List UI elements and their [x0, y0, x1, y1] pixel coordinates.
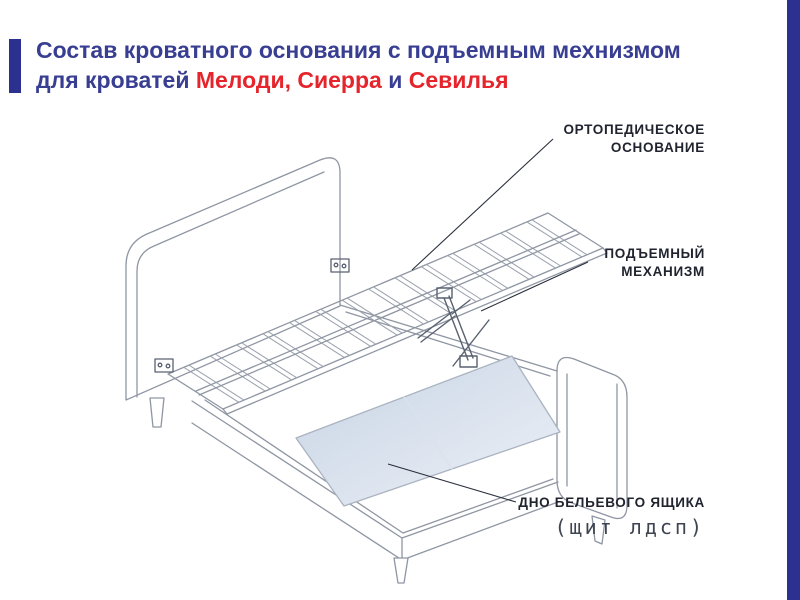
right-edge-bar — [787, 0, 800, 600]
callout-lines — [387, 138, 589, 503]
title-line2: для кроватей Мелоди, Сиерра и Севилья — [36, 66, 681, 96]
callout-drawer-bottom: ДНО БЕЛЬЕВОГО ЯЩИКА (щит лдсп) — [518, 494, 705, 540]
callout-line-lift — [480, 261, 589, 312]
callout-line-orthopedic — [411, 138, 554, 271]
page-title: Состав кроватного основания с подъемным … — [36, 36, 681, 96]
mount-bracket-left — [154, 358, 174, 373]
callout-orthopedic-base: ОРТОПЕДИЧЕСКОЕ ОСНОВАНИЕ — [563, 121, 705, 156]
callout-line-drawer — [387, 463, 517, 503]
title-accent-bar — [9, 39, 21, 93]
callout-lift-mechanism: ПОДЪЕМНЫЙ МЕХАНИЗМ — [604, 245, 705, 280]
lift-mechanism-drawing — [417, 287, 490, 368]
title-model-names-2: Севилья — [408, 66, 509, 93]
title-model-names-1: Мелоди, Сиерра — [195, 66, 382, 93]
title-line2-prefix: для кроватей — [36, 66, 196, 93]
drawer-bottom-panel — [295, 355, 561, 507]
title-conjunction: и — [381, 66, 409, 93]
callout-lift-line1: ПОДЪЕМНЫЙ — [604, 246, 705, 261]
callout-orthopedic-line2: ОСНОВАНИЕ — [610, 139, 705, 155]
callout-lift-line2: МЕХАНИЗМ — [621, 263, 705, 279]
callout-orthopedic-line1: ОРТОПЕДИЧЕСКОЕ — [563, 122, 705, 137]
bed-legs — [149, 397, 606, 584]
mount-bracket-right — [330, 258, 350, 273]
callout-drawer-line2: (щит лдсп) — [554, 514, 705, 539]
title-line1: Состав кроватного основания с подъемным … — [36, 37, 681, 63]
slat-base-drawing — [167, 212, 608, 415]
footboard-drawing — [556, 356, 628, 520]
headboard-drawing — [125, 157, 341, 401]
callout-drawer-line1: ДНО БЕЛЬЕВОГО ЯЩИКА — [518, 495, 705, 510]
